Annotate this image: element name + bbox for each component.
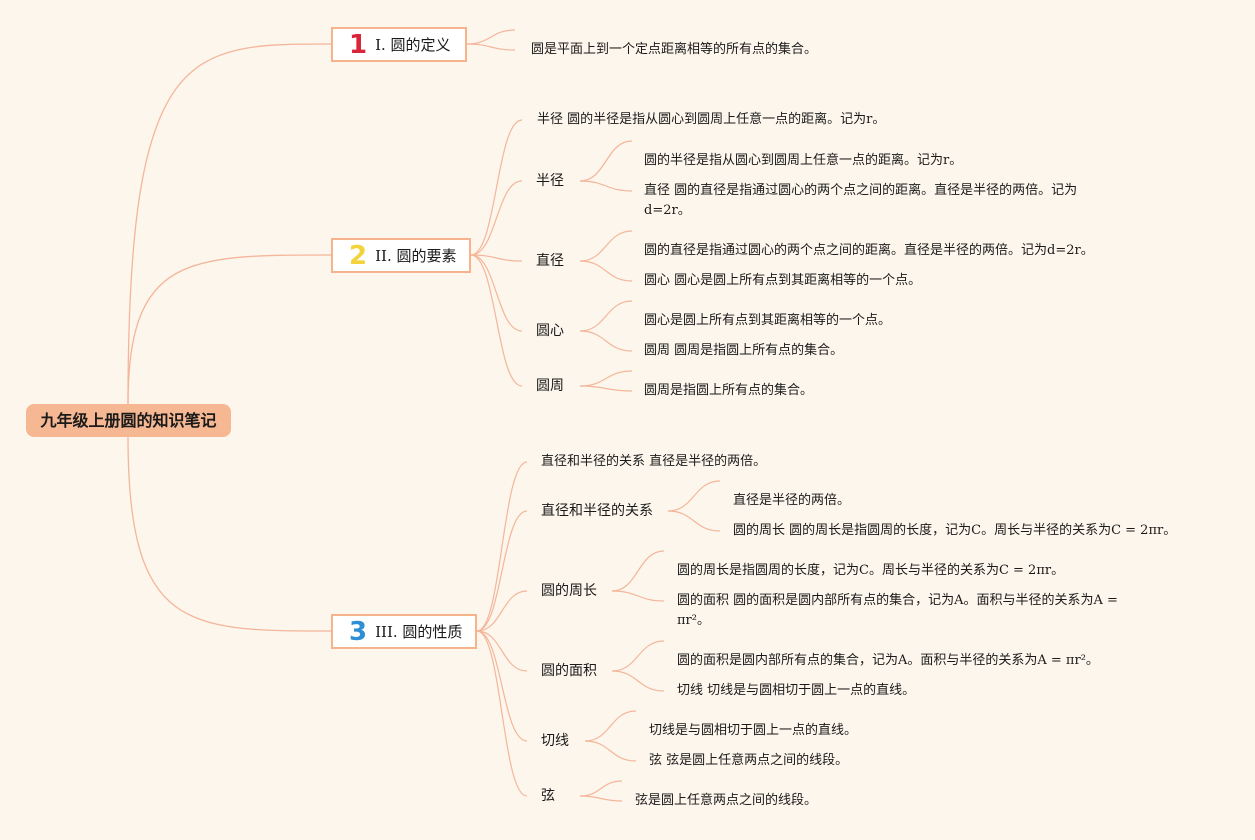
edge-s2-child-3: [470, 254, 523, 332]
edge-s3-child-2: [476, 590, 528, 632]
edge-s3-leaf-2-0: [611, 640, 665, 672]
edge-s2-leaf-3-1: [579, 385, 633, 392]
edge-s1-b: [466, 43, 516, 51]
item-chord[interactable]: 弦: [541, 788, 555, 804]
section-2-title: II. 圆的要素: [375, 246, 457, 265]
item-center[interactable]: 圆心: [536, 323, 564, 339]
edge-s2-child-2: [470, 254, 523, 262]
section-1-leaf[interactable]: 圆是平面上到一个定点距离相等的所有点的集合。: [531, 42, 818, 57]
edge-s3-leaf-0-0: [667, 480, 721, 512]
item-diameter-leaf-1[interactable]: 圆的直径是指通过圆心的两个点之间的距离。直径是半径的两倍。记为d=2r。: [644, 243, 1094, 258]
item-area-leaf-2[interactable]: 切线 切线是与圆相切于圆上一点的直线。: [677, 683, 916, 698]
item-diameter[interactable]: 直径: [536, 253, 564, 269]
edge-s2-leaf-0-0: [579, 140, 633, 182]
edge-s3-leaf-0-1: [667, 510, 721, 532]
edge-s3-leaf-2-1: [611, 670, 665, 692]
root-label: 九年级上册圆的知识笔记: [40, 410, 217, 430]
edge-s2-leaf-2-1: [579, 330, 633, 352]
root-node[interactable]: 九年级上册圆的知识笔记: [26, 404, 231, 437]
edge-root-section-2: [127, 254, 332, 405]
edge-s3-child-3: [476, 630, 528, 672]
item-tangent-leaf-2[interactable]: 弦 弦是圆上任意两点之间的线段。: [649, 753, 849, 768]
item-diameter-radius-relation[interactable]: 直径和半径的关系: [541, 503, 653, 519]
edge-s3-leaf-3-0: [584, 710, 637, 742]
edge-s2-child-1: [470, 180, 523, 256]
number-3-badge-icon: 3: [349, 616, 368, 647]
item-radius-leaf-1[interactable]: 圆的半径是指从圆心到圆周上任意一点的距离。记为r。: [644, 153, 963, 168]
edge-s2-leaf-2-0: [579, 300, 633, 332]
section-1-node[interactable]: 1 I. 圆的定义: [331, 27, 467, 62]
edge-s2-child-4: [470, 254, 523, 387]
item-circumference-leaf-1[interactable]: 圆周是指圆上所有点的集合。: [644, 383, 814, 398]
edge-s2-leaf-0-1: [579, 180, 633, 192]
edge-s3-child-0: [476, 461, 528, 632]
item-area[interactable]: 圆的面积: [541, 663, 597, 679]
item-circumference[interactable]: 圆周: [536, 378, 564, 394]
edge-root-section-1: [127, 43, 332, 405]
section-3-summary[interactable]: 直径和半径的关系 直径是半径的两倍。: [541, 454, 767, 469]
item-chord-leaf-1[interactable]: 弦是圆上任意两点之间的线段。: [635, 793, 818, 808]
item-tangent-leaf-1[interactable]: 切线是与圆相切于圆上一点的直线。: [649, 723, 858, 738]
item-radius-leaf-2[interactable]: 直径 圆的直径是指通过圆心的两个点之间的距离。直径是半径的两倍。记为d=2r。: [644, 183, 1078, 218]
edge-s3-child-4: [476, 630, 528, 742]
section-3-title: III. 圆的性质: [375, 622, 463, 641]
edge-s3-leaf-4-1: [579, 795, 623, 802]
edge-s2-leaf-3-0: [579, 370, 633, 387]
section-2-node[interactable]: 2 II. 圆的要素: [331, 238, 471, 273]
edge-s3-leaf-3-1: [584, 740, 637, 762]
edge-s3-child-1: [476, 510, 528, 632]
edge-s2-child-0: [470, 119, 523, 256]
item-perimeter[interactable]: 圆的周长: [541, 583, 597, 599]
item-relation-leaf-1[interactable]: 直径是半径的两倍。: [733, 493, 851, 508]
edge-s3-leaf-1-1: [611, 590, 665, 602]
number-2-badge-icon: 2: [349, 240, 368, 271]
item-center-leaf-1[interactable]: 圆心是圆上所有点到其距离相等的一个点。: [644, 313, 892, 328]
number-1-badge-icon: 1: [349, 29, 368, 60]
edge-s3-leaf-4-0: [579, 780, 623, 797]
section-1-title: I. 圆的定义: [375, 35, 451, 54]
item-perimeter-leaf-2[interactable]: 圆的面积 圆的面积是圆内部所有点的集合，记为A。面积与半径的关系为A = πr²…: [677, 593, 1118, 628]
edge-s1-a: [466, 29, 516, 45]
edge-root-section-3: [127, 436, 332, 632]
item-radius[interactable]: 半径: [536, 173, 564, 189]
edge-s3-child-5: [476, 630, 528, 797]
item-area-leaf-1[interactable]: 圆的面积是圆内部所有点的集合，记为A。面积与半径的关系为A = πr²。: [677, 653, 1099, 668]
item-diameter-leaf-2[interactable]: 圆心 圆心是圆上所有点到其距离相等的一个点。: [644, 273, 922, 288]
item-tangent[interactable]: 切线: [541, 733, 569, 749]
edge-s3-leaf-1-0: [611, 550, 665, 592]
section-2-summary[interactable]: 半径 圆的半径是指从圆心到圆周上任意一点的距离。记为r。: [537, 112, 886, 127]
item-relation-leaf-2[interactable]: 圆的周长 圆的周长是指圆周的长度，记为C。周长与半径的关系为C = 2πr。: [733, 523, 1177, 538]
item-perimeter-leaf-1[interactable]: 圆的周长是指圆周的长度，记为C。周长与半径的关系为C = 2πr。: [677, 563, 1065, 578]
edge-s2-leaf-1-1: [579, 260, 633, 282]
edge-s2-leaf-1-0: [579, 230, 633, 262]
item-center-leaf-2[interactable]: 圆周 圆周是指圆上所有点的集合。: [644, 343, 844, 358]
section-3-node[interactable]: 3 III. 圆的性质: [331, 614, 477, 649]
